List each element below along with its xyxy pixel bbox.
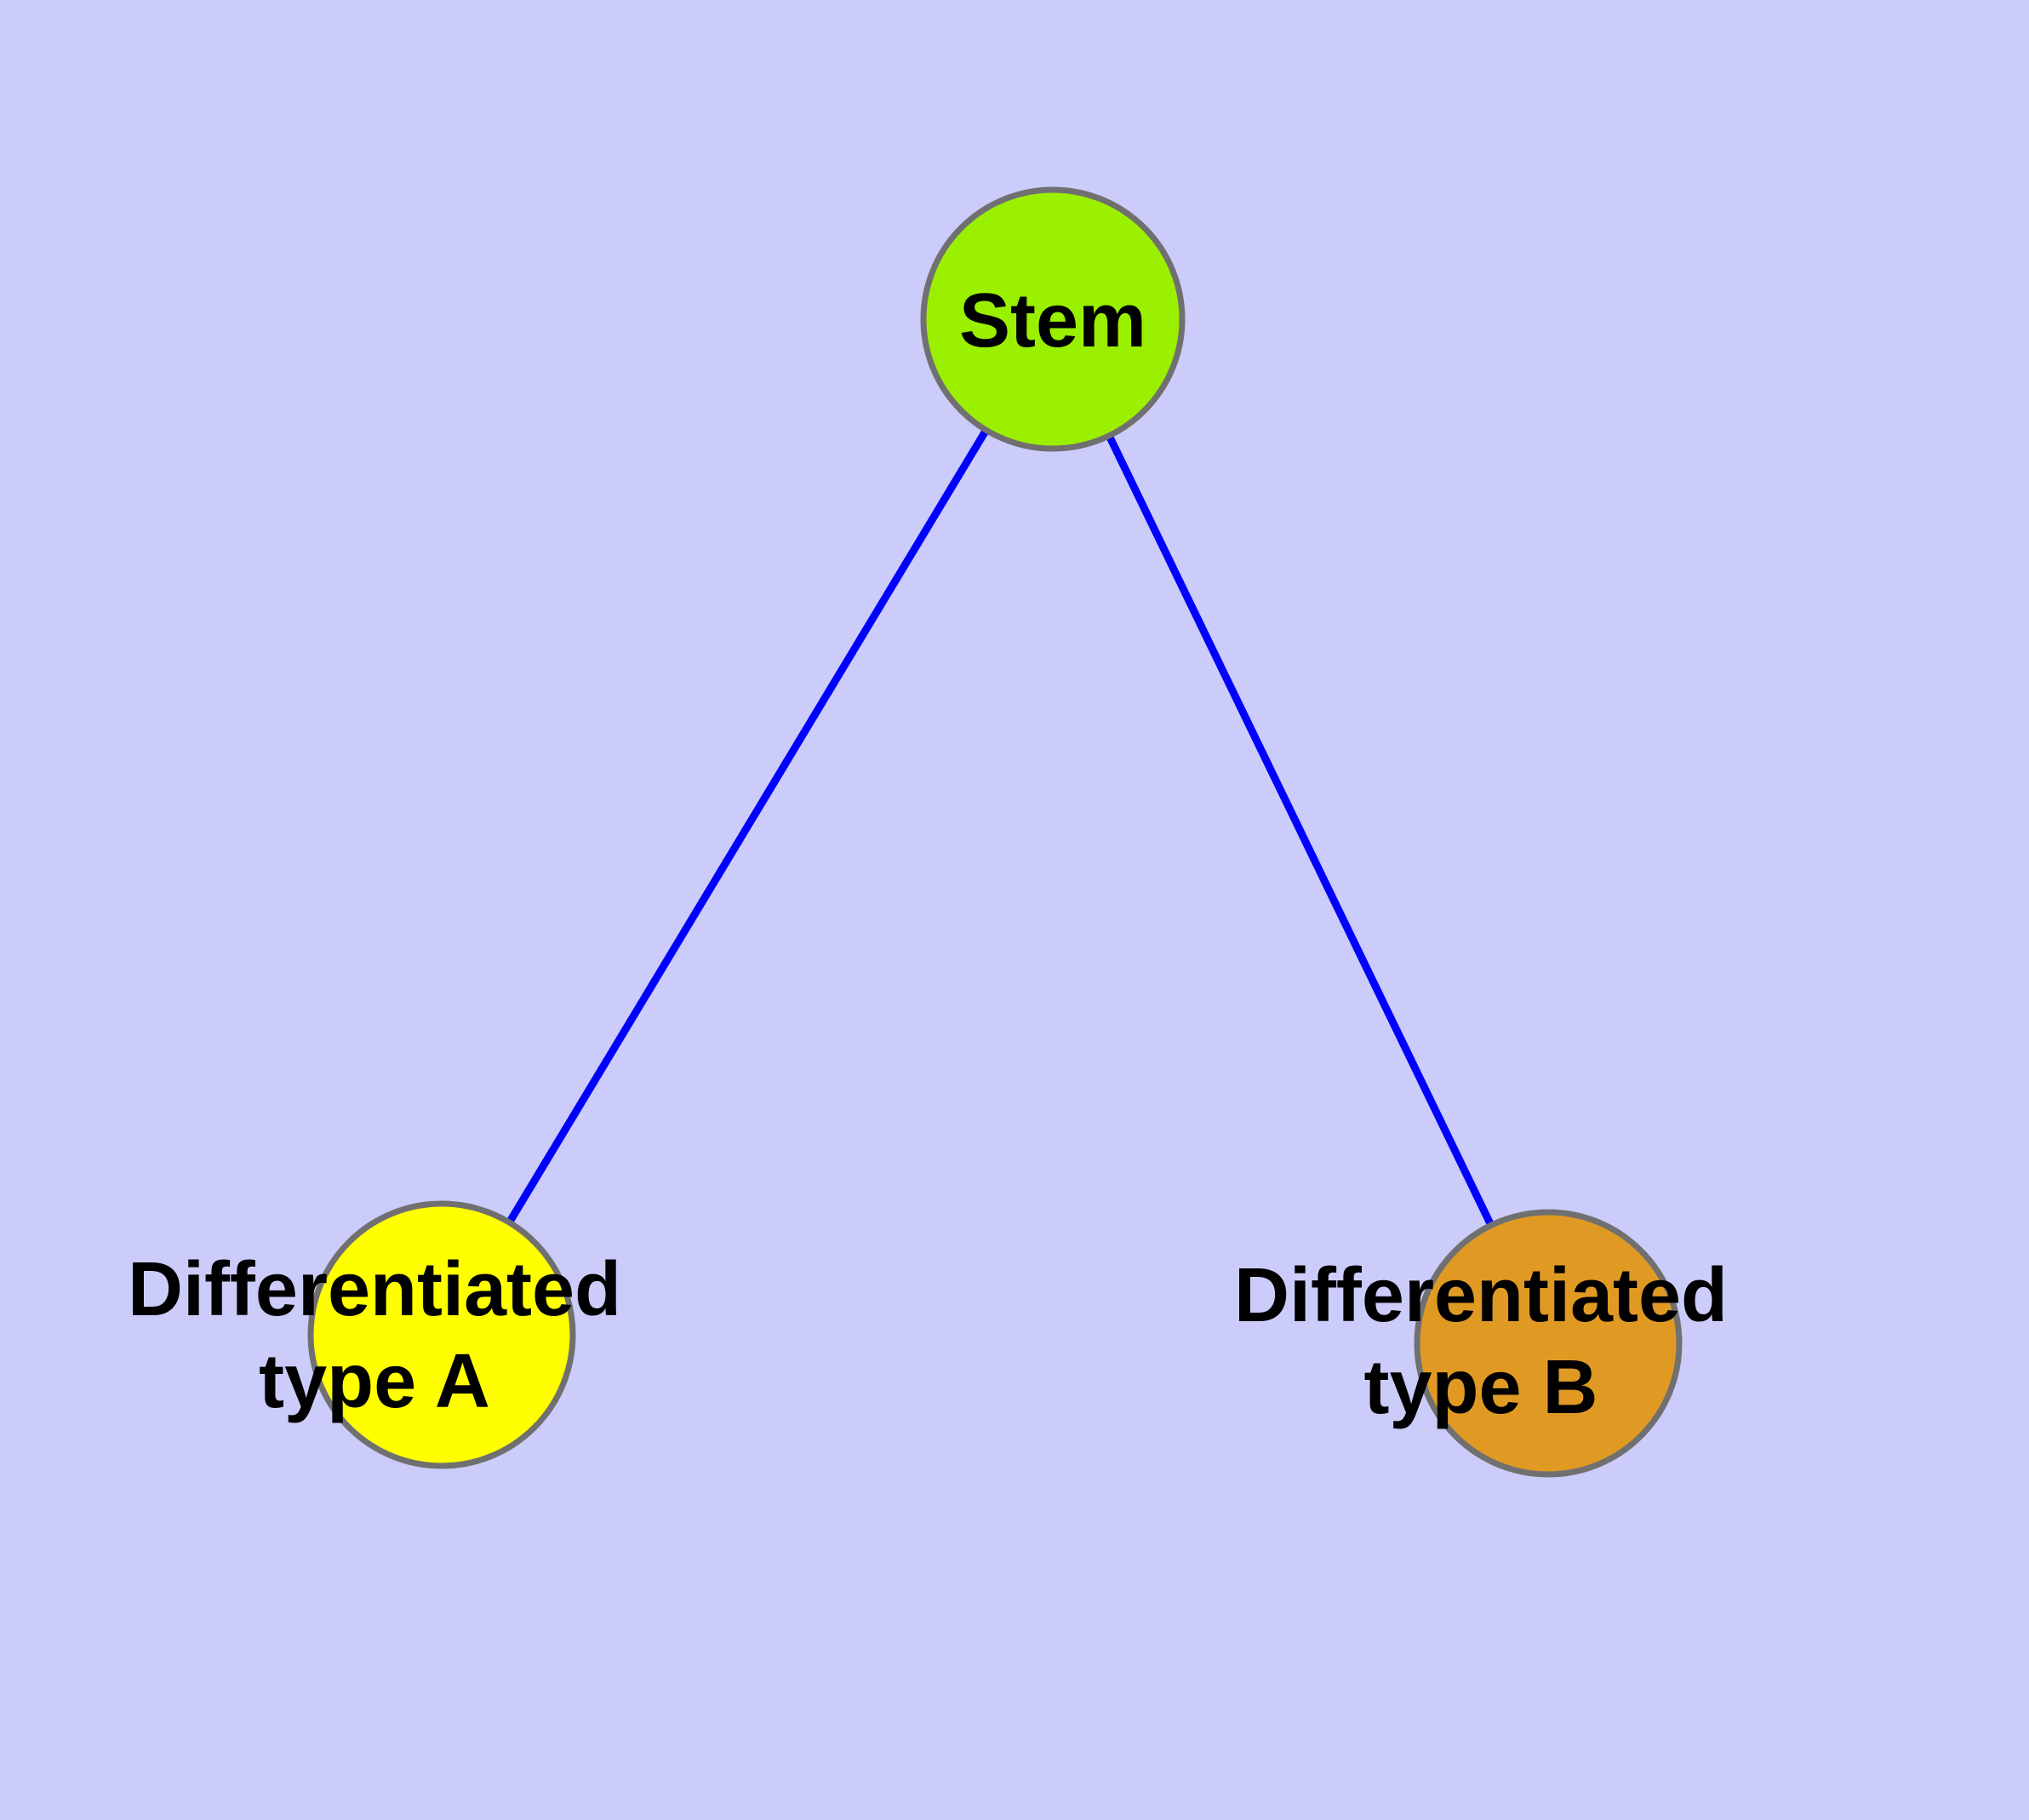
- edge-stem-to-diff-a[interactable]: [438, 317, 1056, 1337]
- edge-layer: [438, 317, 1552, 1345]
- node-label-stem: Stem: [959, 278, 1146, 363]
- node-label-line: type A: [259, 1339, 490, 1424]
- node-label-line: type B: [1363, 1345, 1597, 1430]
- edge-stem-to-diff-b[interactable]: [1049, 318, 1552, 1345]
- node-label-line: Differentiated: [1234, 1253, 1728, 1338]
- node-layer: [307, 186, 1683, 1478]
- node-circle-diff_b[interactable]: [1414, 1209, 1683, 1478]
- node-label-line: Stem: [959, 278, 1146, 363]
- node-circle-diff_a[interactable]: [307, 1200, 576, 1469]
- node-label-line: Differentiated: [128, 1247, 621, 1332]
- node-circle-stem[interactable]: [920, 186, 1186, 452]
